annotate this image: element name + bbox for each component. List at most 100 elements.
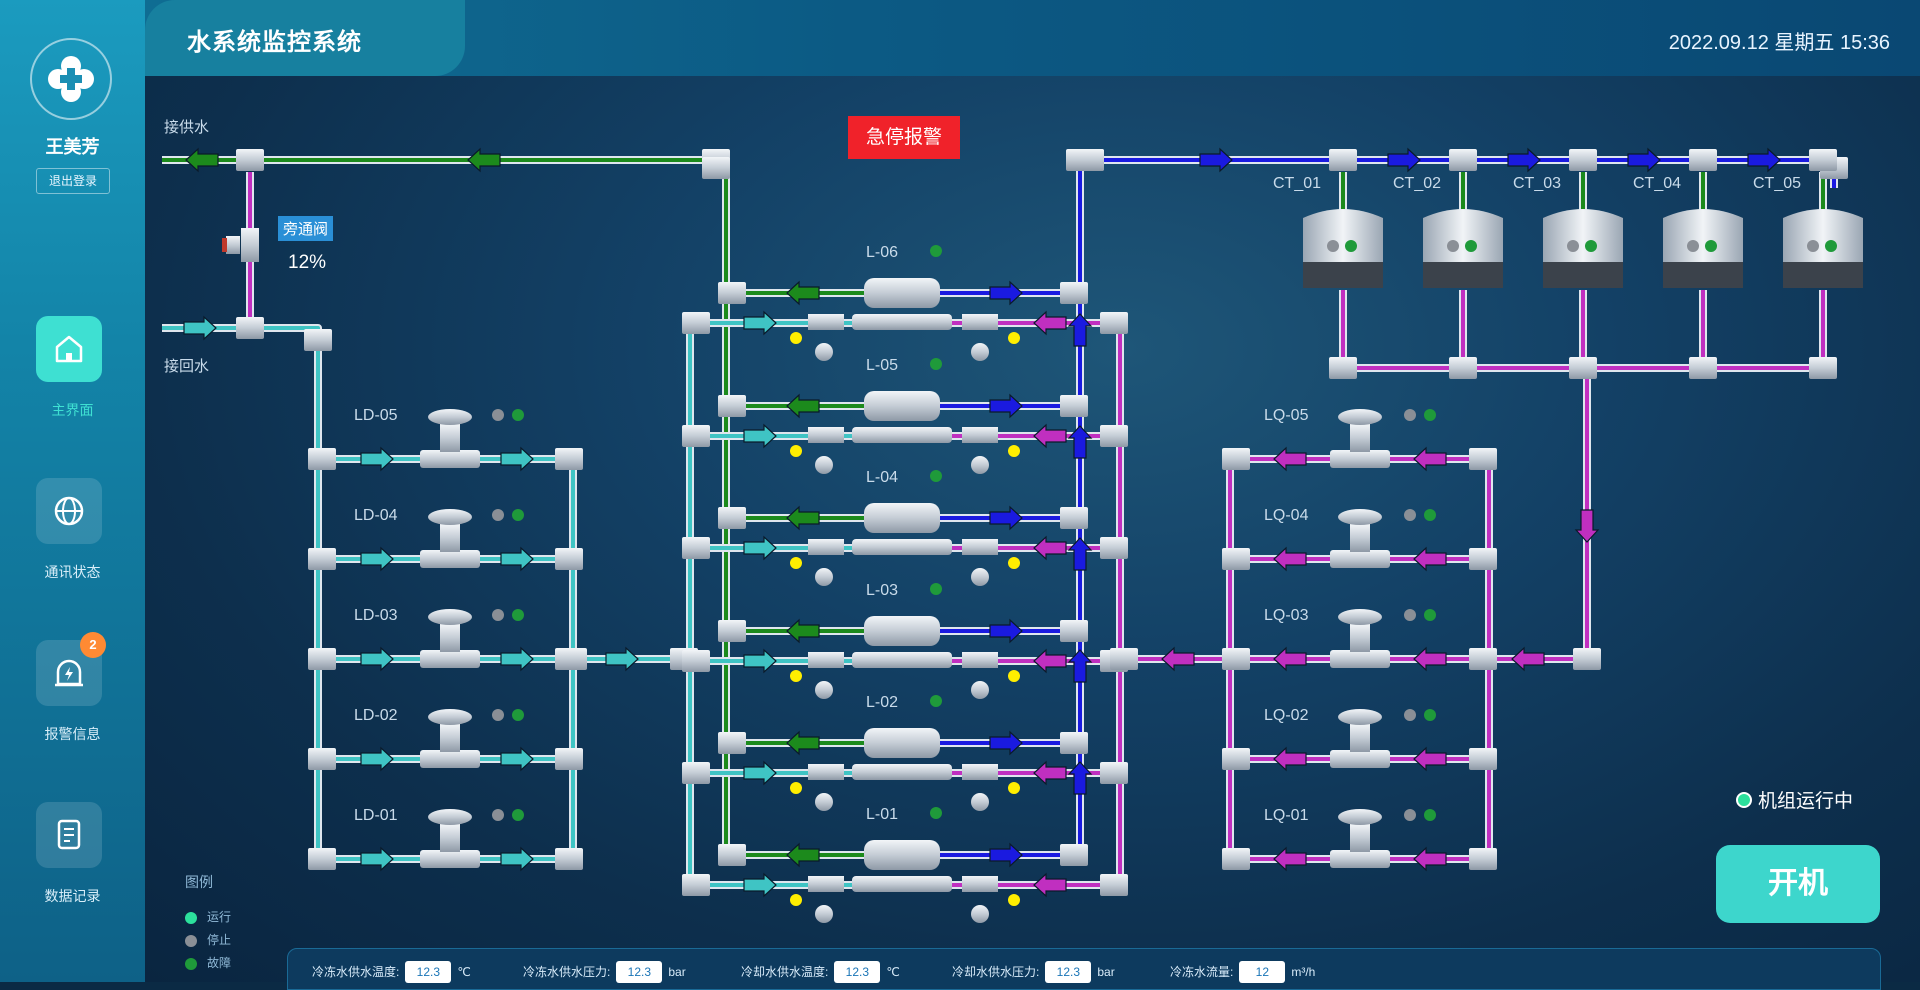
chiller-valve-right bbox=[962, 314, 998, 330]
metric-unit: ℃ bbox=[457, 965, 471, 979]
nav-data-records-button[interactable] bbox=[36, 802, 102, 868]
flow-arrow-icon bbox=[743, 423, 777, 449]
alarm-icon bbox=[55, 659, 83, 687]
chiller-run-indicator bbox=[930, 245, 942, 257]
pump-stop-indicator bbox=[1404, 509, 1416, 521]
chilled-pump-body bbox=[420, 750, 480, 768]
cooling-pump-body bbox=[1330, 450, 1390, 468]
bypass-valve-label: 旁通阀 bbox=[278, 216, 334, 241]
flow-arrow-icon bbox=[1033, 760, 1067, 786]
legend-title: 图例 bbox=[185, 874, 213, 890]
cooling-pump-neck bbox=[1350, 624, 1370, 652]
running-dot-icon bbox=[185, 911, 197, 924]
chiller-pump-right bbox=[971, 681, 989, 699]
pump-run-indicator bbox=[1424, 509, 1436, 521]
metric-unit: m³/h bbox=[1291, 965, 1316, 979]
header: 水系统监控系统 2022.09.12 星期五 15:36 bbox=[145, 0, 1920, 76]
metric-unit: bar bbox=[1097, 965, 1115, 979]
metric-chilled-supply-temp: 冷冻水供水温度:12.3℃ bbox=[312, 961, 471, 983]
pipe-fitting bbox=[1060, 732, 1088, 754]
chiller-valve-left bbox=[808, 876, 844, 892]
pump-run-indicator bbox=[512, 609, 524, 621]
chiller-base bbox=[852, 876, 952, 892]
nav-home-button[interactable] bbox=[36, 316, 102, 382]
cooling-pump-top bbox=[1338, 809, 1382, 825]
chilled-pump-body bbox=[420, 850, 480, 868]
flow-arrow-icon bbox=[989, 730, 1023, 756]
chilled-pump-neck bbox=[440, 524, 460, 552]
pipe-fitting bbox=[1110, 648, 1138, 670]
pipe-fitting bbox=[1076, 149, 1104, 171]
legend-label: 停止 bbox=[207, 933, 232, 947]
pump-run-indicator bbox=[1424, 609, 1436, 621]
flow-arrow-icon bbox=[1273, 546, 1307, 572]
flow-arrow-icon bbox=[1067, 649, 1093, 683]
chiller-indicator-left bbox=[790, 894, 802, 906]
flow-arrow-icon bbox=[1413, 846, 1447, 872]
cooling-tower-base bbox=[1423, 262, 1503, 288]
legend: 图例 运行 停止 故障 bbox=[185, 872, 231, 970]
nav-comm-status-button[interactable] bbox=[36, 478, 102, 544]
chilled-pump-top bbox=[428, 409, 472, 425]
tower-stop-indicator bbox=[1807, 240, 1819, 252]
nav-alarm-info[interactable]: 2 报警信息 bbox=[0, 632, 145, 750]
nav-data-records[interactable]: 数据记录 bbox=[0, 802, 145, 912]
pipe-fitting bbox=[1449, 149, 1477, 171]
flow-arrow-icon bbox=[743, 648, 777, 674]
chilled-pump-neck bbox=[440, 424, 460, 452]
start-button[interactable]: 开机 bbox=[1716, 845, 1880, 923]
pipe-fitting bbox=[682, 650, 710, 672]
pipe-fitting bbox=[1222, 548, 1250, 570]
chiller-valve-left bbox=[808, 539, 844, 555]
datetime: 2022.09.12 星期五 15:36 bbox=[1668, 32, 1890, 54]
legend-label: 运行 bbox=[207, 910, 232, 924]
flow-arrow-icon bbox=[1413, 446, 1447, 472]
logo bbox=[30, 38, 112, 120]
nav-comm-status[interactable]: 通讯状态 bbox=[0, 478, 145, 588]
pipe-fitting bbox=[1469, 648, 1497, 670]
nav-home[interactable]: 主界面 bbox=[0, 316, 145, 426]
chiller-valve-right bbox=[962, 876, 998, 892]
chilled-pump-top bbox=[428, 509, 472, 525]
pipe-fitting bbox=[1569, 357, 1597, 379]
chiller-run-indicator bbox=[930, 695, 942, 707]
chilled-pump-label: LD-03 bbox=[354, 607, 398, 624]
app-title: 水系统监控系统 bbox=[187, 29, 362, 56]
pipe-fitting bbox=[308, 748, 336, 770]
user-name: 王美芳 bbox=[45, 137, 100, 157]
chiller-pump-left bbox=[815, 343, 833, 361]
flow-arrow-icon bbox=[743, 535, 777, 561]
flow-arrow-icon bbox=[786, 393, 820, 419]
flow-arrow-icon bbox=[1067, 425, 1093, 459]
flow-arrow-icon bbox=[1067, 313, 1093, 347]
pump-stop-indicator bbox=[1404, 709, 1416, 721]
chiller-pump-left bbox=[815, 568, 833, 586]
tower-stop-indicator bbox=[1567, 240, 1579, 252]
flow-arrow-icon bbox=[743, 310, 777, 336]
flow-arrow-icon bbox=[1511, 646, 1545, 672]
bypass-valve-handle bbox=[222, 238, 227, 252]
chiller-pump-right bbox=[971, 793, 989, 811]
logout-button[interactable]: 退出登录 bbox=[36, 168, 110, 194]
cooling-pump-label: LQ-02 bbox=[1264, 707, 1309, 724]
flow-arrow-icon bbox=[500, 746, 534, 772]
chiller-pump-right bbox=[971, 456, 989, 474]
bypass-valve bbox=[241, 228, 259, 262]
cooling-pump-body bbox=[1330, 750, 1390, 768]
pipe-fitting bbox=[1469, 548, 1497, 570]
chilled-pump-neck bbox=[440, 624, 460, 652]
cooling-pump-top bbox=[1338, 509, 1382, 525]
home-icon bbox=[55, 335, 83, 363]
nav-alarm-info-label: 报警信息 bbox=[44, 726, 101, 742]
cooling-pump-label: LQ-05 bbox=[1264, 407, 1309, 424]
pipe-fitting bbox=[682, 537, 710, 559]
tower-run-indicator bbox=[1705, 240, 1717, 252]
flow-arrow-icon bbox=[1507, 147, 1541, 173]
emergency-stop-alarm[interactable]: 急停报警 bbox=[848, 116, 960, 159]
cooling-pump-body bbox=[1330, 650, 1390, 668]
chilled-pump-top bbox=[428, 609, 472, 625]
pipe-fitting bbox=[1809, 149, 1837, 171]
pipe-fitting bbox=[236, 149, 264, 171]
chiller-pump-left bbox=[815, 456, 833, 474]
